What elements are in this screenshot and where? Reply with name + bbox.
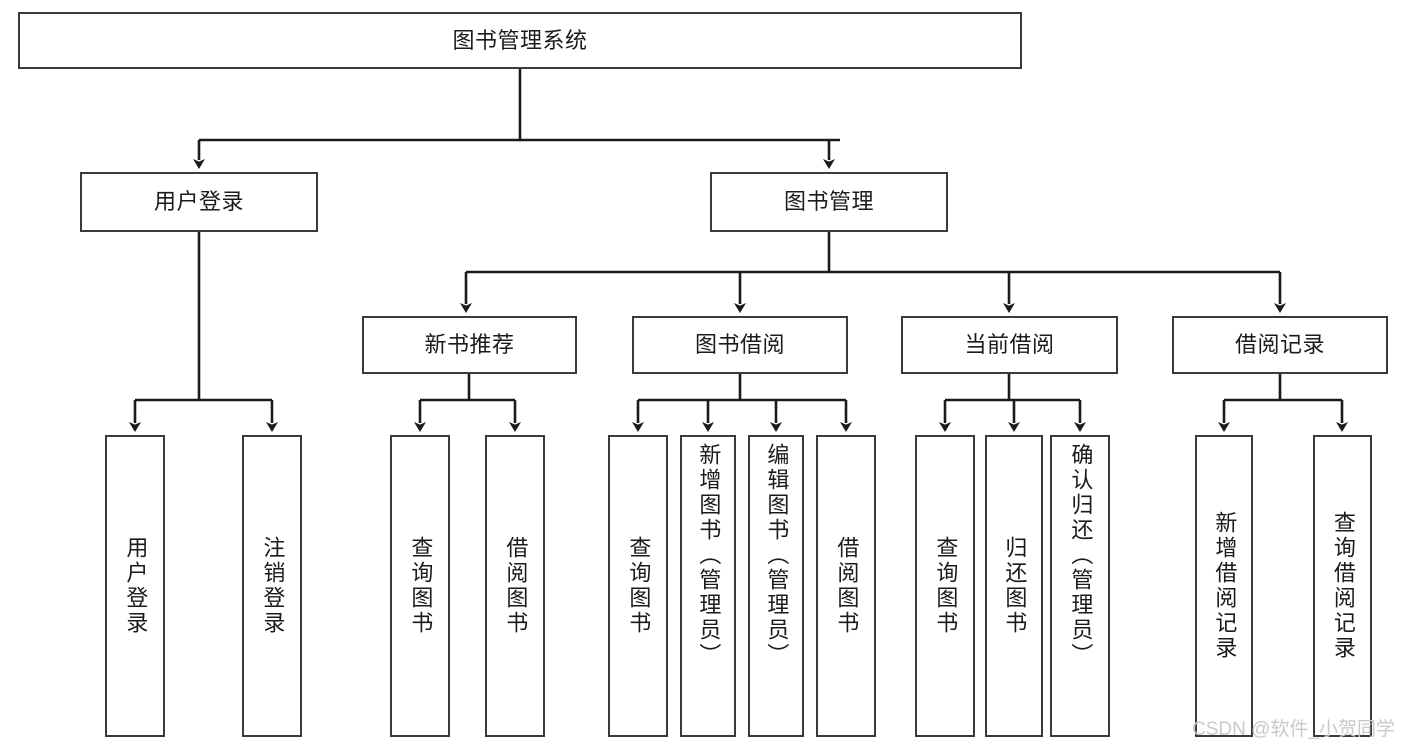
node-leaf-confirm-return[interactable]: 确认归还（管理员） [1050, 435, 1110, 737]
node-root-label: 图书管理系统 [452, 27, 588, 53]
node-leaf-query-book-3[interactable]: 查询图书 [915, 435, 975, 737]
node-leaf-query-book-1-label: 查询图书 [408, 536, 434, 636]
node-leaf-borrow-book-2-label: 借阅图书 [834, 536, 860, 636]
node-leaf-user-login-label: 用户登录 [123, 536, 149, 636]
node-leaf-add-record[interactable]: 新增借阅记录 [1195, 435, 1253, 737]
node-leaf-logout[interactable]: 注销登录 [242, 435, 302, 737]
node-leaf-edit-book-label: 编辑图书（管理员） [764, 443, 790, 668]
node-leaf-query-book-2-label: 查询图书 [626, 536, 652, 636]
csdn-watermark: CSDN @软件_小贺同学 [1192, 719, 1395, 740]
node-leaf-add-book-label: 新增图书（管理员） [696, 443, 722, 668]
node-leaf-borrow-book-1[interactable]: 借阅图书 [485, 435, 545, 737]
node-new-book-recommend[interactable]: 新书推荐 [362, 316, 577, 374]
node-leaf-return-book-label: 归还图书 [1002, 536, 1028, 636]
node-book-manage-label: 图书管理 [783, 189, 874, 215]
node-leaf-query-record-label: 查询借阅记录 [1330, 511, 1356, 661]
node-current-borrow[interactable]: 当前借阅 [901, 316, 1118, 374]
node-book-manage[interactable]: 图书管理 [710, 172, 948, 232]
node-leaf-add-book[interactable]: 新增图书（管理员） [680, 435, 736, 737]
node-book-borrow-label: 图书借阅 [694, 332, 785, 358]
node-leaf-query-book-1[interactable]: 查询图书 [390, 435, 450, 737]
node-user-login-label: 用户登录 [153, 189, 244, 215]
node-current-borrow-label: 当前借阅 [964, 332, 1055, 358]
node-leaf-query-book-3-label: 查询图书 [933, 536, 959, 636]
node-leaf-borrow-book-1-label: 借阅图书 [503, 536, 529, 636]
node-leaf-edit-book[interactable]: 编辑图书（管理员） [748, 435, 804, 737]
node-leaf-query-book-2[interactable]: 查询图书 [608, 435, 668, 737]
node-leaf-borrow-book-2[interactable]: 借阅图书 [816, 435, 876, 737]
node-new-book-recommend-label: 新书推荐 [424, 332, 515, 358]
node-leaf-query-record[interactable]: 查询借阅记录 [1313, 435, 1372, 737]
node-leaf-add-record-label: 新增借阅记录 [1212, 511, 1238, 661]
node-leaf-user-login[interactable]: 用户登录 [105, 435, 165, 737]
node-leaf-logout-label: 注销登录 [260, 536, 286, 636]
node-leaf-confirm-return-label: 确认归还（管理员） [1068, 443, 1094, 668]
node-root[interactable]: 图书管理系统 [18, 12, 1022, 69]
node-leaf-return-book[interactable]: 归还图书 [985, 435, 1043, 737]
node-book-borrow[interactable]: 图书借阅 [632, 316, 848, 374]
node-borrow-record-label: 借阅记录 [1234, 332, 1325, 358]
node-borrow-record[interactable]: 借阅记录 [1172, 316, 1388, 374]
node-user-login[interactable]: 用户登录 [80, 172, 318, 232]
